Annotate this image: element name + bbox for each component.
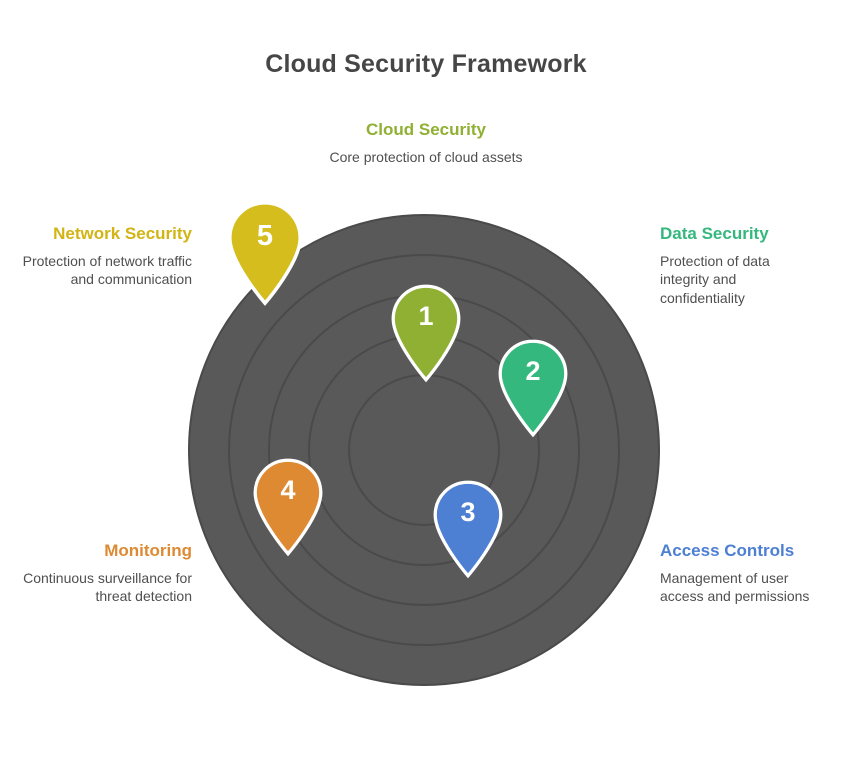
pin-network-security: 5 [221, 197, 309, 309]
pin-data-security: 2 [492, 336, 574, 440]
page-title: Cloud Security Framework [265, 50, 587, 78]
monitoring-description: Continuous surveillance for threat detec… [23, 570, 192, 605]
pin-5-number: 5 [256, 220, 274, 252]
data-security-label: Data Security [660, 224, 769, 243]
pin-access-controls: 3 [427, 477, 509, 581]
label-block-monitoring: Monitoring Continuous surveillance for t… [20, 541, 192, 606]
label-block-access-controls: Access Controls Management of user acces… [660, 541, 840, 606]
monitoring-label: Monitoring [104, 541, 192, 560]
pin-4-icon [253, 458, 323, 557]
pin-3-number: 3 [460, 497, 476, 527]
data-security-description: Protection of data integrity and confide… [660, 253, 770, 306]
label-block-data-security: Data Security Protection of data integri… [660, 224, 835, 307]
network-security-label: Network Security [53, 224, 192, 243]
pin-1-icon [391, 284, 461, 383]
access-controls-label: Access Controls [660, 541, 795, 560]
pin-1-number: 1 [418, 301, 434, 331]
label-block-cloud-security: Cloud Security Core protection of cloud … [286, 120, 566, 166]
pin-4-number: 4 [280, 475, 296, 505]
network-security-description: Protection of network traffic and commun… [22, 253, 192, 288]
cloud-security-label: Cloud Security [366, 120, 486, 139]
pin-2-number: 2 [525, 356, 541, 386]
pin-cloud-security: 1 [385, 281, 467, 385]
pin-2-icon [498, 339, 568, 438]
access-controls-description: Management of user access and permission… [660, 570, 810, 605]
pin-3-icon [433, 480, 503, 579]
pin-monitoring: 4 [247, 455, 329, 559]
ring-2 [228, 254, 620, 646]
outer-ring [188, 214, 660, 686]
label-block-network-security: Network Security Protection of network t… [20, 224, 192, 289]
pin-5-icon [228, 201, 302, 306]
cloud-security-description: Core protection of cloud assets [329, 149, 523, 165]
